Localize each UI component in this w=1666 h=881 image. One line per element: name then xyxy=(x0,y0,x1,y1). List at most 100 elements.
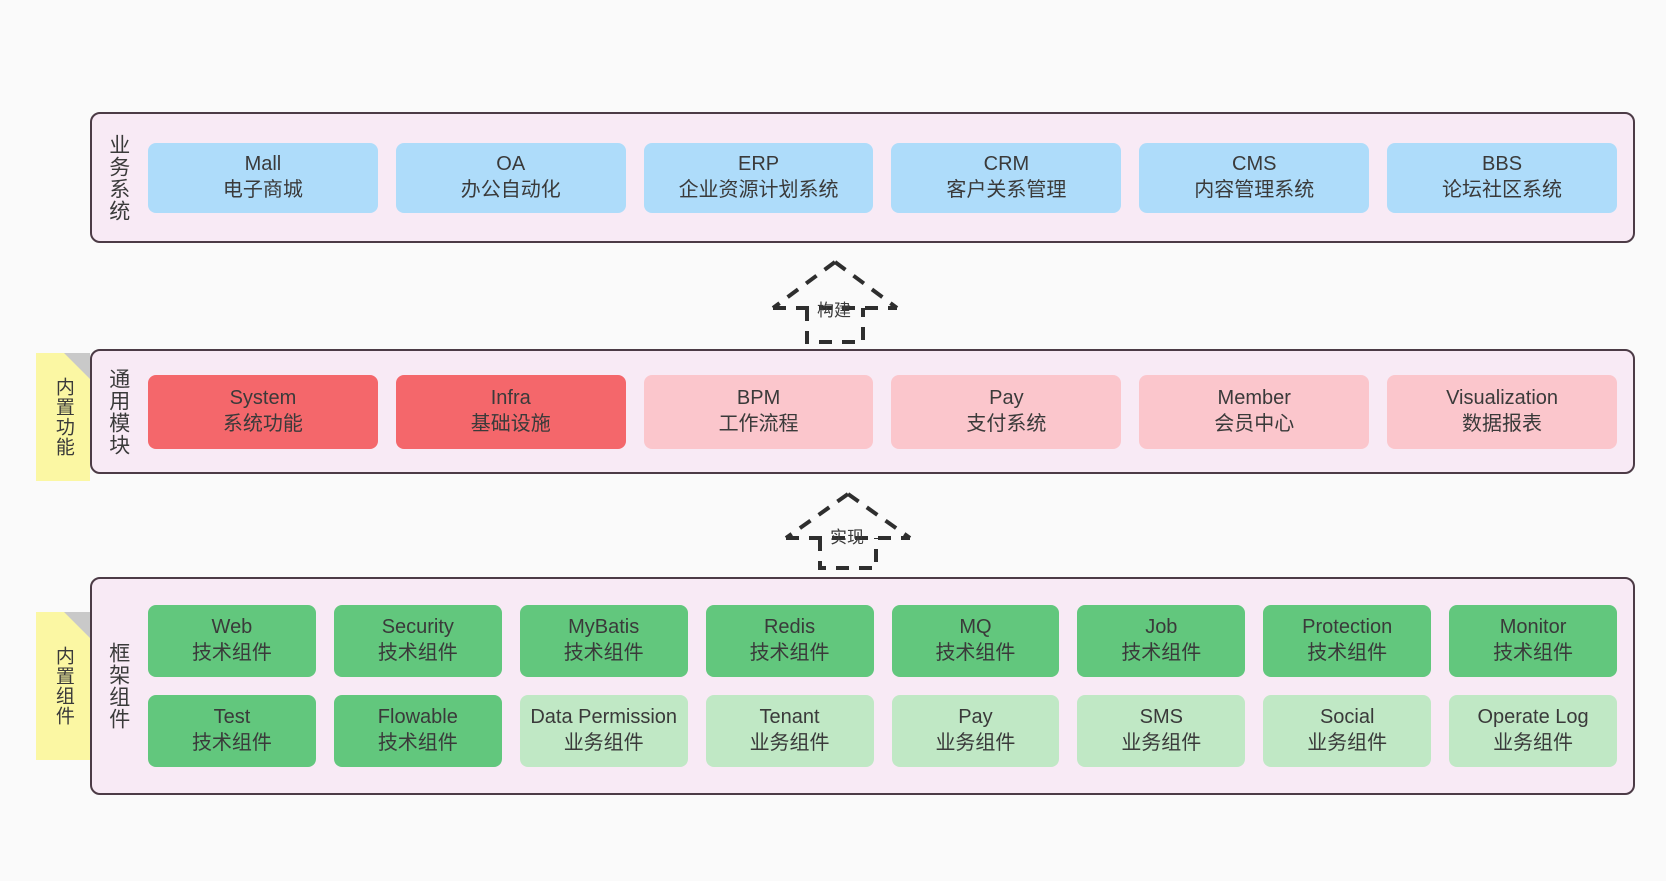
node-protection[interactable]: Protection 技术组件 xyxy=(1263,605,1432,677)
node-oa[interactable]: OA 办公自动化 xyxy=(395,142,626,213)
node-label-en: CRM xyxy=(983,152,1030,175)
connector-label-build: 构建 xyxy=(817,301,851,320)
node-mybatis[interactable]: MyBatis 技术组件 xyxy=(519,605,688,677)
node-label-cn: 支付系统 xyxy=(966,412,1047,435)
node-row: Mall 电子商城 OA 办公自动化 ERP 企业资源计划系统 CRM 客户关系… xyxy=(148,142,1617,213)
node-label-en: Test xyxy=(213,706,251,729)
node-erp[interactable]: ERP 企业资源计划系统 xyxy=(643,142,874,213)
node-flowable[interactable]: Flowable 技术组件 xyxy=(333,695,502,767)
node-bpm[interactable]: BPM 工作流程 xyxy=(643,374,874,449)
node-tenant[interactable]: Tenant 业务组件 xyxy=(705,695,874,767)
node-social[interactable]: Social 业务组件 xyxy=(1263,695,1432,767)
node-monitor[interactable]: Monitor 技术组件 xyxy=(1449,605,1617,677)
node-label-cn: 业务组件 xyxy=(935,732,1016,754)
sticky-note-label: 内置功能 xyxy=(52,377,74,457)
node-label-en: ERP xyxy=(738,152,780,175)
node-label-en: Security xyxy=(381,616,454,639)
node-member[interactable]: Member 会员中心 xyxy=(1139,374,1370,449)
generalization-arrow-icon xyxy=(771,260,899,344)
node-pay-component[interactable]: Pay 业务组件 xyxy=(891,695,1060,767)
node-label-cn: 技术组件 xyxy=(1121,642,1202,664)
node-label-cn: 论坛社区系统 xyxy=(1442,178,1563,201)
layer-business-systems: 业务系统 Mall 电子商城 OA 办公自动化 ERP 企业资源计划系统 CRM… xyxy=(90,112,1635,243)
node-label-en: System xyxy=(229,386,297,409)
node-label-en: Infra xyxy=(490,386,531,409)
generalization-arrow-icon xyxy=(784,492,912,570)
layer-common-modules: 通用模块 System 系统功能 Infra 基础设施 BPM 工作流程 Pay… xyxy=(90,349,1635,474)
node-label-en: MyBatis xyxy=(568,616,640,639)
node-label-cn: 客户关系管理 xyxy=(946,178,1067,201)
sticky-note-label: 内置组件 xyxy=(52,646,74,726)
node-label-en: OA xyxy=(496,152,526,175)
node-label-en: Social xyxy=(1319,706,1375,729)
node-system[interactable]: System 系统功能 xyxy=(148,374,378,449)
node-label-cn: 内容管理系统 xyxy=(1194,178,1315,201)
node-label-en: Job xyxy=(1145,616,1178,639)
node-redis[interactable]: Redis 技术组件 xyxy=(705,605,874,677)
node-label-cn: 技术组件 xyxy=(749,642,830,664)
connector-label-implement: 实现 xyxy=(830,528,864,547)
node-label-en: Tenant xyxy=(759,706,820,729)
layer-body-business-systems: Mall 电子商城 OA 办公自动化 ERP 企业资源计划系统 CRM 客户关系… xyxy=(144,114,1633,241)
node-label-en: Mall xyxy=(244,152,282,175)
node-label-cn: 电子商城 xyxy=(222,178,303,201)
node-web[interactable]: Web 技术组件 xyxy=(148,605,316,677)
node-label-en: Protection xyxy=(1302,616,1393,639)
connector-build: 构建 xyxy=(755,258,915,344)
node-label-en: Pay xyxy=(958,706,993,729)
node-label-cn: 业务组件 xyxy=(563,732,644,754)
node-label-cn: 技术组件 xyxy=(563,642,644,664)
layer-title-business-systems: 业务系统 xyxy=(106,133,130,222)
node-label-cn: 业务组件 xyxy=(1493,732,1574,754)
node-label-en: Data Permission xyxy=(530,706,678,729)
node-cms[interactable]: CMS 内容管理系统 xyxy=(1139,142,1370,213)
node-label-cn: 工作流程 xyxy=(718,412,799,435)
node-label-cn: 技术组件 xyxy=(935,642,1016,664)
node-label-cn: 系统功能 xyxy=(222,412,303,435)
node-label-cn: 企业资源计划系统 xyxy=(678,178,839,201)
node-label-cn: 技术组件 xyxy=(191,732,272,754)
layer-framework-components: 框架组件 Web 技术组件 Security 技术组件 MyBatis 技术组件… xyxy=(90,577,1635,795)
node-label-en: SMS xyxy=(1139,706,1183,729)
node-label-en: Visualization xyxy=(1446,386,1559,409)
node-label-en: Web xyxy=(211,616,253,639)
node-infra[interactable]: Infra 基础设施 xyxy=(395,374,626,449)
node-label-en: Monitor xyxy=(1499,616,1567,639)
node-label-en: Member xyxy=(1217,386,1291,409)
node-mall[interactable]: Mall 电子商城 xyxy=(148,142,378,213)
node-visualization[interactable]: Visualization 数据报表 xyxy=(1387,374,1617,449)
node-label-cn: 业务组件 xyxy=(1307,732,1388,754)
node-label-en: CMS xyxy=(1232,152,1277,175)
layer-body-common-modules: System 系统功能 Infra 基础设施 BPM 工作流程 Pay 支付系统… xyxy=(144,351,1633,472)
layer-body-framework-components: Web 技术组件 Security 技术组件 MyBatis 技术组件 Redi… xyxy=(144,579,1633,793)
node-security[interactable]: Security 技术组件 xyxy=(333,605,502,677)
node-label-cn: 会员中心 xyxy=(1214,412,1295,435)
node-label-cn: 技术组件 xyxy=(191,642,272,664)
node-label-en: Pay xyxy=(989,386,1024,409)
node-bbs[interactable]: BBS 论坛社区系统 xyxy=(1387,142,1617,213)
node-label-en: Operate Log xyxy=(1477,706,1589,729)
node-label-cn: 技术组件 xyxy=(377,642,458,664)
node-label-cn: 业务组件 xyxy=(749,732,830,754)
node-label-en: BPM xyxy=(736,386,781,409)
connector-implement: 实现 xyxy=(768,490,928,570)
node-pay-module[interactable]: Pay 支付系统 xyxy=(891,374,1122,449)
node-label-cn: 数据报表 xyxy=(1462,412,1543,435)
node-mq[interactable]: MQ 技术组件 xyxy=(891,605,1060,677)
layer-title-common-modules: 通用模块 xyxy=(106,367,130,456)
node-label-cn: 办公自动化 xyxy=(460,178,561,201)
node-label-en: BBS xyxy=(1482,152,1523,175)
node-crm[interactable]: CRM 客户关系管理 xyxy=(891,142,1122,213)
node-sms[interactable]: SMS 业务组件 xyxy=(1077,695,1246,767)
node-job[interactable]: Job 技术组件 xyxy=(1077,605,1246,677)
node-data-permission[interactable]: Data Permission 业务组件 xyxy=(519,695,688,767)
sticky-note-builtin-components: 内置组件 xyxy=(36,612,90,760)
node-row: Web 技术组件 Security 技术组件 MyBatis 技术组件 Redi… xyxy=(148,605,1617,677)
layer-title-framework-components: 框架组件 xyxy=(106,642,130,730)
node-test[interactable]: Test 技术组件 xyxy=(148,695,316,767)
sticky-note-builtin-features: 内置功能 xyxy=(36,353,90,481)
node-label-en: MQ xyxy=(959,616,992,639)
node-label-en: Redis xyxy=(763,616,816,639)
node-operate-log[interactable]: Operate Log 业务组件 xyxy=(1449,695,1617,767)
node-label-en: Flowable xyxy=(377,706,458,729)
